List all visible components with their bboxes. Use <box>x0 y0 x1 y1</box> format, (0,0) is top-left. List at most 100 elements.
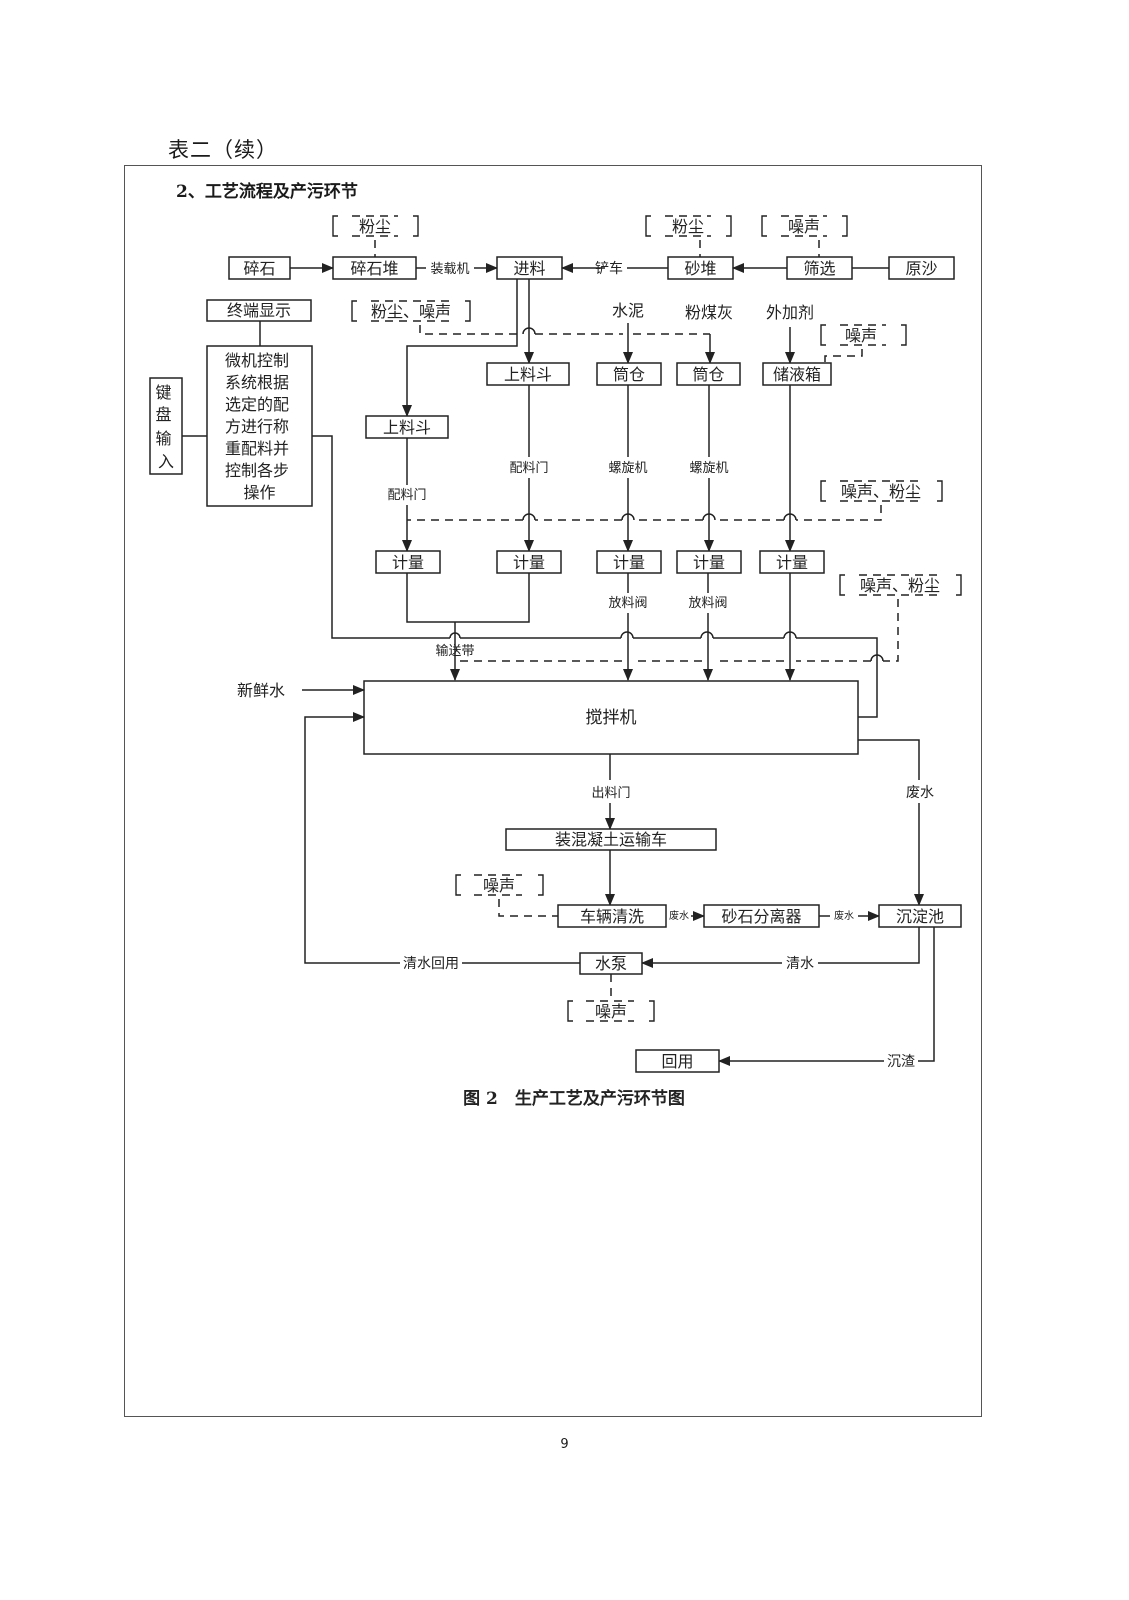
node-sedimentation-tank: 沉淀池 <box>878 904 962 928</box>
edge-label-batch-gate-left: 配料门 <box>387 488 426 503</box>
node-control-system: 微机控制 系统根据 选定的配 方进行称 重配料并 控制各步 操作 <box>206 345 313 507</box>
node-meter-3-label: 计量 <box>613 553 645 572</box>
node-sand-pile-label: 砂堆 <box>684 259 716 278</box>
node-sand-pile: 砂堆 <box>667 256 734 280</box>
node-hopper-left-label: 上料斗 <box>383 418 431 437</box>
node-feed-label: 进料 <box>513 259 545 278</box>
edge-label-clear-water-reuse: 清水回用 <box>403 956 459 972</box>
table-title: 表二（续） <box>168 138 278 162</box>
pollutant-gravel-pile-label: 粉尘 <box>359 217 391 236</box>
control-line: 操作 <box>243 483 275 502</box>
control-line: 微机控制 <box>225 351 289 370</box>
pollutant-water-pump-label: 噪声 <box>595 1002 627 1021</box>
node-gravel-pile-label: 碎石堆 <box>350 259 398 278</box>
edge-meters-to-conveyor <box>406 573 530 623</box>
node-liquid-tank-label: 储液箱 <box>773 365 821 384</box>
edge-label-batch-gate-mid: 配料门 <box>509 461 548 476</box>
node-reuse-label: 回用 <box>661 1052 693 1071</box>
node-hopper-mid: 上料斗 <box>486 362 570 386</box>
control-line: 系统根据 <box>225 373 289 392</box>
control-line: 控制各步 <box>225 461 289 480</box>
node-screening-label: 筛选 <box>803 259 835 278</box>
pollutant-feeding-label: 粉尘、噪声 <box>371 302 451 321</box>
edge-label-forklift: 铲车 <box>595 260 623 277</box>
node-silo-1-label: 筒仓 <box>613 365 645 384</box>
node-meter-5-label: 计量 <box>776 553 808 572</box>
node-gravel: 碎石 <box>228 256 291 280</box>
edge-label-screw-2: 螺旋机 <box>689 461 728 476</box>
node-silo-1: 筒仓 <box>596 362 662 386</box>
node-raw-sand-label: 原沙 <box>905 259 937 278</box>
node-meter-2-label: 计量 <box>513 553 545 572</box>
edge-label-discharge-gate: 出料门 <box>591 786 630 801</box>
node-hopper-left: 上料斗 <box>365 415 449 439</box>
control-line: 选定的配 <box>225 395 289 414</box>
node-truck-loading: 装混凝土运输车 <box>505 828 717 851</box>
pollutant-water-pump: 噪声 <box>567 974 655 1022</box>
node-silo-2: 筒仓 <box>676 362 741 386</box>
edge-label-valve-2: 放料阀 <box>688 596 727 611</box>
node-mixer-label: 搅拌机 <box>586 708 637 728</box>
node-meter-3: 计量 <box>596 550 662 574</box>
node-keyboard-input-label: 键 盘 输 入 <box>155 383 176 471</box>
pollutant-screening-label: 噪声 <box>788 217 820 236</box>
edge-tank-sludge-a <box>918 927 935 1062</box>
input-fresh-water-label: 新鲜水 <box>237 681 285 700</box>
content-frame <box>124 165 982 1417</box>
edge-label-loader: 装载机 <box>430 262 469 277</box>
node-gravel-label: 碎石 <box>243 259 275 278</box>
pollutant-metering-label: 噪声、粉尘 <box>841 482 921 501</box>
edge-label-waste-water-main: 废水 <box>906 785 934 801</box>
node-silo-2-label: 筒仓 <box>692 365 724 384</box>
control-line: 方进行称 <box>225 417 289 436</box>
edge-label-sludge: 沉渣 <box>887 1054 915 1070</box>
edge-label-screw-1: 螺旋机 <box>608 461 647 476</box>
node-control-system-label: 微机控制 系统根据 选定的配 方进行称 重配料并 控制各步 操作 <box>225 351 294 502</box>
pollutant-sand-pile-label: 粉尘 <box>672 217 704 236</box>
node-liquid-tank: 储液箱 <box>762 362 832 386</box>
pollutant-vehicle-wash-label: 噪声 <box>483 876 515 895</box>
node-mixer: 搅拌机 <box>363 680 859 755</box>
pollutant-mixer-label: 噪声、粉尘 <box>860 576 940 595</box>
line-hops <box>449 631 797 639</box>
edge-label-conveyor: 输送带 <box>435 643 474 659</box>
edge-feed-to-hopper-left <box>402 279 518 417</box>
edge-label-valve-1: 放料阀 <box>608 596 647 611</box>
node-reuse: 回用 <box>635 1049 720 1073</box>
edge-control-to-mixer <box>312 435 878 718</box>
edge-pump-reuse-b <box>304 712 400 964</box>
node-hopper-mid-label: 上料斗 <box>504 365 552 384</box>
edge-label-waste-water-1: 废水 <box>669 909 689 922</box>
node-gravel-pile: 碎石堆 <box>332 256 417 280</box>
node-water-pump: 水泵 <box>579 952 643 975</box>
pollutant-screening: 噪声 <box>761 215 848 257</box>
node-feed: 进料 <box>496 256 563 280</box>
line-hops <box>522 513 797 521</box>
control-line: 重配料并 <box>225 439 289 458</box>
dash-metering-line <box>407 505 882 521</box>
node-water-pump-label: 水泵 <box>595 954 627 973</box>
keyboard-char: 键 <box>155 383 171 402</box>
node-terminal-display-label: 终端显示 <box>227 301 291 320</box>
keyboard-char: 输 <box>155 429 171 448</box>
input-fly-ash-label: 粉煤灰 <box>685 303 733 322</box>
node-sedimentation-tank-label: 沉淀池 <box>896 907 944 926</box>
node-meter-4-label: 计量 <box>693 553 725 572</box>
pollutant-feeding: 粉尘、噪声 <box>351 300 471 322</box>
node-meter-1-label: 计量 <box>392 553 424 572</box>
pollutant-vehicle-wash: 噪声 <box>455 874 558 917</box>
node-truck-loading-label: 装混凝土运输车 <box>555 830 667 849</box>
node-meter-5: 计量 <box>759 550 825 574</box>
node-terminal-display: 终端显示 <box>206 299 312 322</box>
page-number: 9 <box>560 1437 569 1452</box>
pollutant-mixer: 噪声、粉尘 <box>839 574 962 596</box>
pollutant-sand-pile: 粉尘 <box>645 215 732 257</box>
pollutant-liquid-tank-label: 噪声 <box>845 326 877 345</box>
node-meter-2: 计量 <box>496 550 562 574</box>
node-vehicle-wash: 车辆清洗 <box>557 904 667 928</box>
node-sand-separator: 砂石分离器 <box>703 904 820 928</box>
pollutant-liquid-tank: 噪声 <box>820 324 907 363</box>
node-vehicle-wash-label: 车辆清洗 <box>580 907 644 926</box>
pollutant-gravel-pile: 粉尘 <box>332 215 419 257</box>
